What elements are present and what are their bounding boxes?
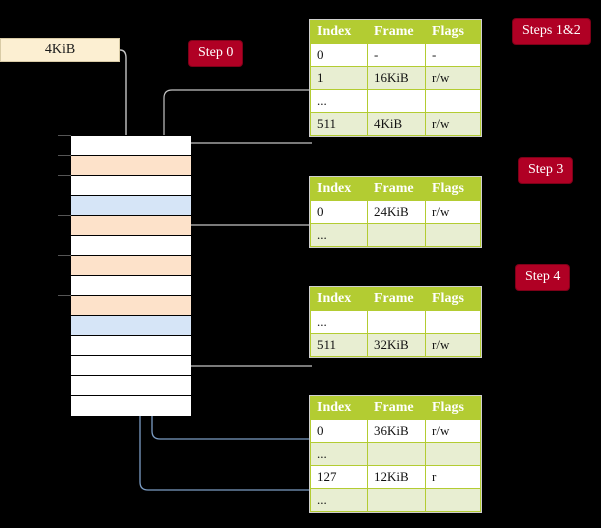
table-row: ... bbox=[310, 488, 481, 512]
memory-frame-row bbox=[71, 316, 191, 336]
table-row: ... bbox=[310, 223, 481, 247]
memory-frame-row bbox=[71, 336, 191, 356]
column-header-index: Index bbox=[310, 20, 368, 44]
column-header-index: Index bbox=[310, 177, 368, 201]
table-cell bbox=[367, 488, 426, 512]
column-header-frame: Frame bbox=[367, 287, 426, 311]
memory-frame-row bbox=[71, 296, 191, 316]
memory-frame-row bbox=[71, 176, 191, 196]
memory-frame-row bbox=[71, 136, 191, 156]
table-cell: r/w bbox=[425, 66, 481, 90]
memory-frame-row bbox=[71, 396, 191, 416]
column-header-flags: Flags bbox=[425, 20, 481, 44]
table-cell: 0 bbox=[310, 43, 368, 67]
table-row: ... bbox=[310, 442, 481, 466]
table-cell: 0 bbox=[310, 419, 368, 443]
wire-step0 bbox=[119, 49, 132, 149]
badge-steps-1-and-2: Steps 1&2 bbox=[513, 19, 590, 44]
memory-frame-row bbox=[71, 216, 191, 236]
table-cell: 0 bbox=[310, 200, 368, 224]
badge-step-3: Step 3 bbox=[519, 158, 573, 183]
table-cell: r bbox=[425, 465, 481, 489]
memory-frame-row bbox=[71, 236, 191, 256]
table-cell: 24KiB bbox=[367, 200, 426, 224]
table-cell bbox=[425, 223, 481, 247]
table-cell: - bbox=[367, 43, 426, 67]
memory-tick bbox=[58, 295, 71, 296]
memory-tick bbox=[58, 255, 71, 256]
table-cell bbox=[425, 488, 481, 512]
table-cell: 511 bbox=[310, 112, 368, 136]
table-cell: r/w bbox=[425, 200, 481, 224]
badge-step-4: Step 4 bbox=[516, 265, 570, 290]
virtual-address-box: 4KiB bbox=[0, 38, 120, 62]
table-row: 0-- bbox=[310, 43, 481, 67]
memory-tick bbox=[58, 215, 71, 216]
table-cell: ... bbox=[310, 89, 368, 113]
memory-frame-row bbox=[71, 196, 191, 216]
column-header-flags: Flags bbox=[425, 287, 481, 311]
table-cell: ... bbox=[310, 310, 368, 334]
table-cell: ... bbox=[310, 442, 368, 466]
table-cell: ... bbox=[310, 488, 368, 512]
table-cell bbox=[367, 442, 426, 466]
table-cell: 4KiB bbox=[367, 112, 426, 136]
table-cell: 16KiB bbox=[367, 66, 426, 90]
table-cell: ... bbox=[310, 223, 368, 247]
memory-frame-row bbox=[71, 356, 191, 376]
column-header-frame: Frame bbox=[367, 396, 426, 420]
column-header-frame: Frame bbox=[367, 20, 426, 44]
column-header-index: Index bbox=[310, 396, 368, 420]
table-cell: 511 bbox=[310, 333, 368, 357]
memory-frame-row bbox=[71, 156, 191, 176]
table-cell: 127 bbox=[310, 465, 368, 489]
column-header-flags: Flags bbox=[425, 177, 481, 201]
table-cell: 12KiB bbox=[367, 465, 426, 489]
memory-tick bbox=[58, 175, 71, 176]
table-cell bbox=[425, 310, 481, 334]
table-cell: - bbox=[425, 43, 481, 67]
table-cell: r/w bbox=[425, 419, 481, 443]
table-cell bbox=[425, 442, 481, 466]
table-cell bbox=[425, 89, 481, 113]
memory-frame-row bbox=[71, 256, 191, 276]
table-cell bbox=[367, 89, 426, 113]
table-cell: 1 bbox=[310, 66, 368, 90]
table-row: ... bbox=[310, 310, 481, 334]
physical-memory-column bbox=[70, 135, 191, 416]
badge-step-0: Step 0 bbox=[189, 41, 243, 66]
memory-tick bbox=[58, 155, 71, 156]
memory-tick bbox=[58, 135, 71, 136]
column-header-frame: Frame bbox=[367, 177, 426, 201]
column-header-flags: Flags bbox=[425, 396, 481, 420]
memory-frame-row bbox=[71, 376, 191, 396]
column-header-index: Index bbox=[310, 287, 368, 311]
memory-frame-row bbox=[71, 276, 191, 296]
virtual-address-label: 4KiB bbox=[44, 42, 76, 57]
table-cell bbox=[367, 223, 426, 247]
table-cell: 32KiB bbox=[367, 333, 426, 357]
table-cell: 36KiB bbox=[367, 419, 426, 443]
table-cell: r/w bbox=[425, 333, 481, 357]
table-row: ... bbox=[310, 89, 481, 113]
table-cell: r/w bbox=[425, 112, 481, 136]
table-cell bbox=[367, 310, 426, 334]
